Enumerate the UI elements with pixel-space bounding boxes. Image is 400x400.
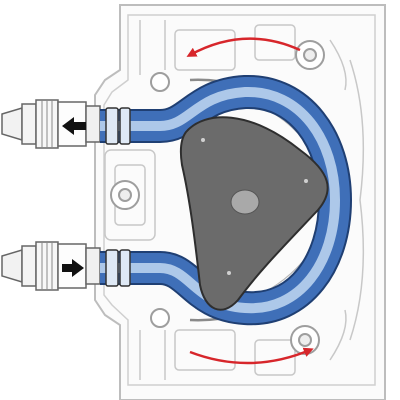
tube-connectors (1, 99, 101, 291)
mounting-bosses (110, 40, 325, 355)
curved-arrow-left-icon (186, 37, 301, 57)
boss-upper-left (150, 72, 170, 92)
connector-bottom (1, 241, 101, 291)
arrow-left-icon (62, 117, 86, 135)
rotor-center (230, 189, 260, 215)
pump-rotor (179, 116, 329, 311)
arrow-right-icon (62, 259, 84, 277)
curved-arrow-right-icon (189, 347, 314, 365)
rotor-pins (201, 138, 308, 275)
tube-clamps (105, 107, 131, 287)
rotation-arrows (186, 37, 314, 365)
connector-top (1, 99, 101, 149)
boss-lower-left (150, 308, 170, 328)
rotor-body (179, 116, 329, 311)
housing-inner-frame (103, 14, 376, 386)
